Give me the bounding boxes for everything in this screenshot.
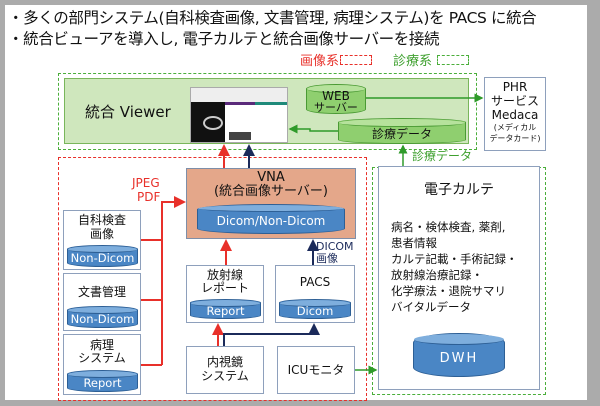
- phr-service-box[interactable]: PHR サービス Medaca (メディカル データカード): [484, 77, 546, 151]
- bullet-1: ・多くの部門システム(自科検査画像, 文書管理, 病理システム)を PACS に…: [8, 9, 537, 27]
- department-name: システム: [78, 351, 126, 365]
- legend-image-system: 画像系: [300, 54, 340, 69]
- dwh-cylinder: DWH: [413, 333, 505, 377]
- clinical-region-top: [58, 73, 477, 150]
- storage-label: Non-Dicom: [70, 312, 135, 326]
- dwh-label: DWH: [439, 351, 479, 366]
- phr-sub-1: (メディカル: [493, 123, 537, 132]
- phr-line-2: サービス: [490, 94, 539, 108]
- department-name: 自科検査: [77, 213, 126, 227]
- pacs-storage-cylinder: Dicom: [279, 299, 351, 319]
- viewer-title: 統合 Viewer: [85, 103, 171, 121]
- department-box-document-management[interactable]: 文書管理 Non-Dicom: [63, 273, 141, 331]
- department-box-in-house-imaging[interactable]: 自科検査 画像 Non-Dicom: [63, 210, 141, 270]
- phr-sub-2: データカード): [489, 134, 541, 143]
- department-name: 文書管理: [77, 285, 126, 299]
- report-storage-label: Report: [206, 304, 245, 318]
- web-server-label-1: WEB: [322, 89, 350, 103]
- department-box-pathology[interactable]: 病理 システム Report: [63, 334, 141, 395]
- vna-box[interactable]: VNA (統合画像サーバー) Dicom/Non-Dicom: [186, 168, 356, 239]
- vna-storage-label: Dicom/Non-Dicom: [216, 214, 326, 228]
- pacs-storage-label: Dicom: [296, 304, 334, 318]
- department-name: 画像: [89, 227, 114, 241]
- emr-line: 患者情報: [391, 236, 437, 250]
- storage-cylinder: Non-Dicom: [67, 306, 138, 328]
- emr-box[interactable]: 電子カルテ 病名・検体検査, 薬剤, 患者情報 カルテ記載・手術記録・ 放射線治…: [378, 166, 540, 390]
- emr-line: 病名・検体検査, 薬剤,: [391, 220, 506, 234]
- endoscopy-name-1: 内視鏡: [206, 355, 243, 369]
- screenshot-toolbar: [191, 88, 287, 102]
- bullet-2: ・統合ビューアを導入し, 電子カルテと統合画像サーバーを接続: [8, 30, 440, 48]
- dicom-label: DICOM: [316, 240, 354, 253]
- report-storage-cylinder: Report: [190, 299, 261, 319]
- legend-clinical-swatch: [437, 55, 469, 65]
- legend-clinical-system: 診療系: [393, 54, 433, 69]
- radiology-report-name-2: レポート: [200, 281, 249, 295]
- pacs-box[interactable]: PACS Dicom: [275, 265, 355, 323]
- emr-line: カルテ記載・手術記録・: [391, 252, 518, 266]
- department-name: 病理: [89, 338, 114, 352]
- clinical-data-flow-label: 診療データ: [412, 149, 473, 163]
- viewer-screenshot[interactable]: [190, 87, 288, 143]
- emr-line: バイタルデータ: [391, 300, 472, 314]
- image-region: [58, 157, 367, 401]
- clinical-data-cylinder[interactable]: 診療データ: [338, 118, 466, 144]
- radiology-report-name-1: 放射線: [206, 268, 243, 282]
- radiology-report-box[interactable]: 放射線 レポート Report: [186, 265, 264, 323]
- storage-cylinder: Report: [67, 370, 138, 392]
- emr-contents: 病名・検体検査, 薬剤, 患者情報 カルテ記載・手術記録・ 放射線治療記録・ 化…: [391, 219, 518, 315]
- storage-cylinder: Non-Dicom: [67, 245, 138, 267]
- jpeg-label: JPEG: [132, 176, 160, 190]
- vna-storage-cylinder: Dicom/Non-Dicom: [197, 204, 345, 234]
- emr-line: 放射線治療記録・: [391, 268, 483, 282]
- icu-monitor-box[interactable]: ICUモニタ: [277, 346, 355, 394]
- clinical-data-label: 診療データ: [371, 127, 432, 141]
- legend-image-swatch: [340, 55, 372, 65]
- vna-subtitle: (統合画像サーバー): [213, 184, 328, 199]
- pdf-label: PDF: [137, 190, 161, 204]
- vna-title: VNA: [257, 170, 285, 185]
- storage-label: Report: [83, 376, 122, 390]
- pacs-name: PACS: [299, 275, 331, 289]
- storage-label: Non-Dicom: [70, 251, 135, 265]
- phr-line-3: Medaca: [491, 108, 539, 122]
- web-server-label-2: サーバー: [314, 101, 358, 114]
- endoscopy-box[interactable]: 内視鏡 システム: [186, 346, 264, 394]
- emr-line: 化学療法・退院サマリ: [391, 284, 506, 298]
- phr-line-1: PHR: [502, 80, 528, 94]
- dicom-image-label: 画像: [316, 252, 338, 265]
- endoscopy-name-2: システム: [201, 369, 249, 383]
- emr-title: 電子カルテ: [424, 182, 494, 198]
- web-server-cylinder[interactable]: WEB サーバー: [306, 84, 366, 114]
- screenshot-ct-pane: [191, 102, 225, 142]
- icu-monitor-name: ICUモニタ: [287, 363, 345, 377]
